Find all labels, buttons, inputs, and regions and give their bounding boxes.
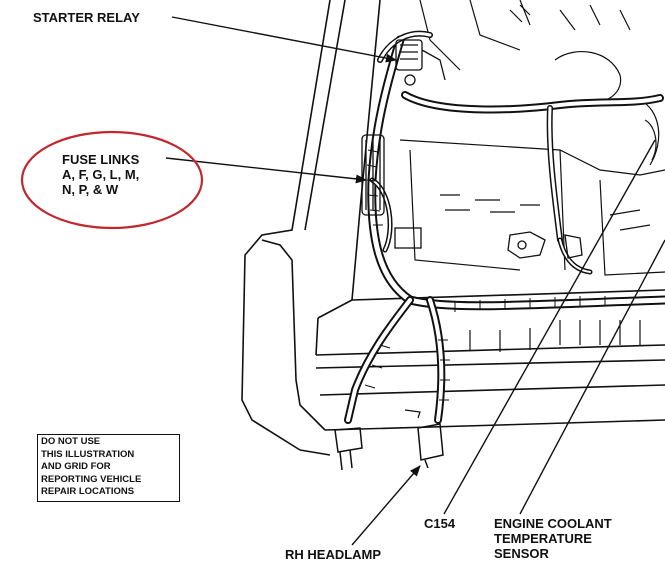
- disclaimer-line-2: THIS ILLUSTRATION: [41, 448, 135, 460]
- leader-coolant-sensor: [519, 239, 665, 515]
- leader-fuse-links: [165, 157, 368, 184]
- starter-relay-label: STARTER RELAY: [33, 10, 140, 25]
- vehicle-body-outline: [241, 0, 665, 456]
- fuse-links-line-1: FUSE LINKS: [62, 152, 140, 167]
- disclaimer-line-1: DO NOT USE: [41, 436, 101, 447]
- leader-lines: [165, 16, 665, 546]
- fuse-links-line-3: N, P, & W: [62, 182, 119, 197]
- fuse-links-line-2: A, F, G, L, M,: [62, 167, 140, 182]
- fuse-links-label: FUSE LINKS A, F, G, L, M, N, P, & W: [62, 152, 139, 197]
- coolant-line-2: TEMPERATURE: [494, 531, 592, 546]
- radiator-support: [399, 139, 665, 419]
- c154-label: C154: [424, 516, 456, 531]
- engine-compartment: [419, 0, 660, 166]
- wiring-harness: [344, 30, 665, 424]
- disclaimer-line-4: REPORTING VEHICLE: [41, 473, 142, 485]
- leader-rh-headlamp: [351, 465, 421, 546]
- rh-headlamp-label: RH HEADLAMP: [285, 547, 382, 562]
- engine-coolant-sensor-label: ENGINE COOLANT TEMPERATURE SENSOR: [494, 516, 612, 561]
- starter-relay-component: [395, 39, 446, 86]
- leader-starter-relay: [171, 16, 398, 63]
- highlight-circle: [20, 130, 204, 230]
- c154-connector: [507, 231, 583, 259]
- disclaimer-box: DO NOT USE THIS ILLUSTRATION AND GRID FO…: [37, 434, 180, 502]
- coolant-line-1: ENGINE COOLANT: [494, 516, 612, 531]
- disclaimer-line-3: AND GRID FOR: [41, 461, 111, 472]
- disclaimer-line-5: REPAIR LOCATIONS: [41, 486, 135, 497]
- headlamp-connectors: [334, 423, 444, 471]
- coolant-line-3: SENSOR: [494, 546, 549, 561]
- leader-c154: [443, 139, 656, 515]
